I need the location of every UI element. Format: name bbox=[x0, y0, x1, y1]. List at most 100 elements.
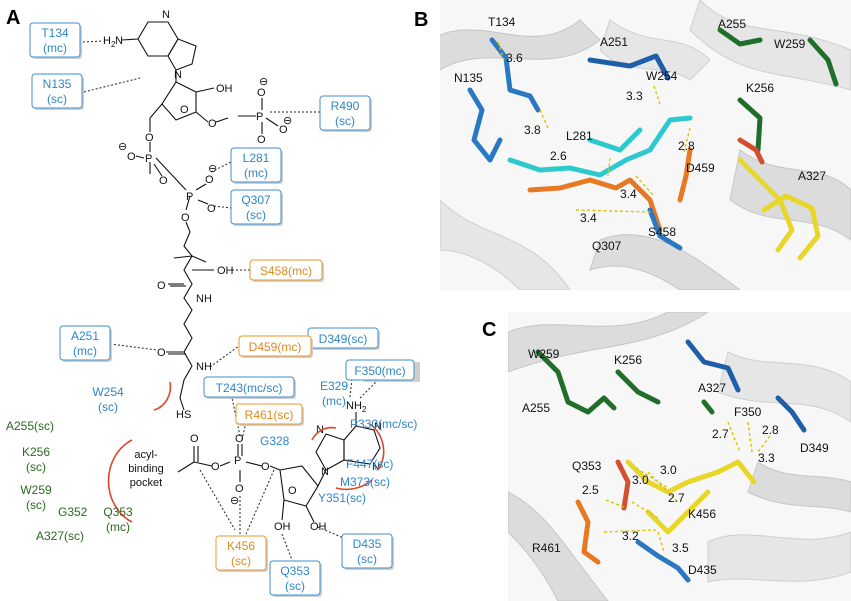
box-t134: T134 (mc) bbox=[29, 22, 82, 59]
box-q307: Q307 (sc) bbox=[230, 189, 283, 226]
svg-text:N135: N135 bbox=[43, 77, 72, 91]
svg-text:(sc): (sc) bbox=[246, 208, 266, 222]
label-a255: A255(sc) bbox=[6, 419, 54, 433]
atom-p: P bbox=[186, 191, 193, 203]
atom-oh: OH bbox=[274, 521, 291, 533]
label-w259-sc: (sc) bbox=[26, 498, 46, 512]
res-label-c: F350 bbox=[734, 405, 762, 419]
svg-text:D435: D435 bbox=[353, 537, 382, 551]
label-e329: E329 bbox=[320, 379, 348, 393]
dist-label-b: 2.6 bbox=[550, 149, 567, 163]
box-d435: D435 (sc) bbox=[341, 533, 394, 570]
atom-o: O bbox=[235, 483, 244, 495]
svg-text:(sc): (sc) bbox=[285, 579, 305, 593]
dist-label-b: 3.4 bbox=[620, 187, 637, 201]
atom-o: O bbox=[190, 433, 199, 445]
box-q353-sc: Q353 (sc) bbox=[269, 560, 322, 597]
atom-n: N bbox=[162, 9, 170, 21]
adenine-top bbox=[121, 21, 197, 71]
res-label-c: A255 bbox=[522, 401, 550, 415]
svg-text:T134: T134 bbox=[41, 26, 69, 40]
box-f350: F350(mc) bbox=[345, 359, 420, 382]
atom-o: O bbox=[257, 134, 266, 146]
h2n-h: H bbox=[103, 35, 111, 47]
res-label-b: A327 bbox=[798, 169, 826, 183]
dist-label-c: 3.0 bbox=[632, 473, 649, 487]
svg-text:S458(mc): S458(mc) bbox=[260, 264, 312, 278]
atom-o: O bbox=[157, 347, 166, 359]
atom-p: P bbox=[145, 153, 152, 165]
label-e329-mc: (mc) bbox=[322, 394, 346, 408]
res-label-c: D349 bbox=[800, 441, 829, 455]
res-label-b: S458 bbox=[648, 225, 676, 239]
svg-text:D459(mc): D459(mc) bbox=[249, 340, 302, 354]
atom-p: P bbox=[234, 455, 241, 467]
pantetheine-chain bbox=[166, 231, 214, 411]
pyrophosphate-chain bbox=[135, 118, 209, 233]
label-g328: G328 bbox=[260, 434, 290, 448]
ribose-top bbox=[149, 70, 215, 123]
svg-text:Q307: Q307 bbox=[241, 193, 271, 207]
atom-o: O bbox=[261, 461, 270, 473]
res-label-b: L281 bbox=[566, 129, 593, 143]
atom-p: P bbox=[256, 111, 263, 123]
res-label-b: Q307 bbox=[592, 239, 622, 253]
dist-label-b: 3.3 bbox=[626, 89, 643, 103]
atom-o: O bbox=[180, 104, 189, 116]
dist-label-c: 2.5 bbox=[582, 483, 599, 497]
res-label-b: K256 bbox=[746, 81, 774, 95]
box-l281: L281 (mc) bbox=[230, 147, 283, 184]
res-label-c: R461 bbox=[532, 541, 561, 555]
dist-label-c: 3.3 bbox=[758, 451, 775, 465]
svg-text:(sc): (sc) bbox=[335, 114, 355, 128]
atom-n: N bbox=[374, 421, 382, 433]
res-label-c: K256 bbox=[614, 353, 642, 367]
label-g352: G352 bbox=[58, 505, 88, 519]
box-t243: T243(mc/sc) bbox=[203, 376, 296, 399]
res-label-b: A255 bbox=[718, 17, 746, 31]
svg-text:A251: A251 bbox=[71, 329, 99, 343]
label-w254-sc: (sc) bbox=[98, 400, 118, 414]
res-label-c: Q353 bbox=[572, 459, 602, 473]
box-n135: N135 (sc) bbox=[31, 73, 84, 110]
dist-label-c: 3.2 bbox=[622, 529, 639, 543]
box-d349: D349(sc) bbox=[307, 327, 380, 350]
svg-text:(mc): (mc) bbox=[244, 166, 268, 180]
svg-text:D349(sc): D349(sc) bbox=[319, 332, 368, 346]
res-label-c: K456 bbox=[688, 507, 716, 521]
atom-o: O bbox=[207, 203, 216, 215]
atom-nh: NH bbox=[196, 361, 212, 373]
atom-o: O bbox=[235, 433, 244, 445]
pocket-arcs bbox=[107, 381, 385, 523]
charge-minus: ⊖ bbox=[230, 495, 239, 507]
atom-oh: OH bbox=[217, 265, 234, 277]
pocket-text: pocket bbox=[130, 477, 162, 489]
label-q353: Q353 bbox=[103, 505, 133, 519]
atom-o: O bbox=[127, 151, 136, 163]
atom-n: N bbox=[316, 424, 324, 436]
charge-minus: ⊖ bbox=[118, 141, 127, 153]
atom-oh: OH bbox=[216, 83, 233, 95]
panel-letter-b-wrap: B bbox=[414, 9, 428, 31]
res-label-b: W259 bbox=[774, 37, 806, 51]
pocket-text: acyl- bbox=[134, 449, 158, 461]
dist-label-c: 2.8 bbox=[762, 423, 779, 437]
dist-label-c: 3.0 bbox=[660, 463, 677, 477]
svg-text:(sc): (sc) bbox=[231, 554, 251, 568]
label-w259: W259 bbox=[20, 483, 52, 497]
panel-letter-c-wrap: C bbox=[482, 319, 496, 341]
atom-o: O bbox=[288, 485, 297, 497]
dist-label-c: 2.7 bbox=[668, 491, 685, 505]
svg-text:(sc): (sc) bbox=[47, 92, 67, 106]
acyl-adenylate bbox=[177, 444, 327, 523]
panel-label-b: B bbox=[414, 9, 428, 31]
res-label-c: W259 bbox=[528, 347, 560, 361]
atom-o: O bbox=[257, 87, 266, 99]
box-r490: R490 (sc) bbox=[319, 95, 372, 132]
structure-panel-b: T134 N135 A251 A255 W259 W254 K256 L281 … bbox=[440, 0, 851, 290]
charge-minus: ⊖ bbox=[208, 163, 217, 175]
structure-panel-c: W259 K256 A327 A255 F350 D349 Q353 K456 … bbox=[508, 312, 851, 601]
atom-n: N bbox=[174, 69, 182, 81]
label-q353-mc: (mc) bbox=[106, 520, 130, 534]
label-k256: K256 bbox=[22, 445, 50, 459]
